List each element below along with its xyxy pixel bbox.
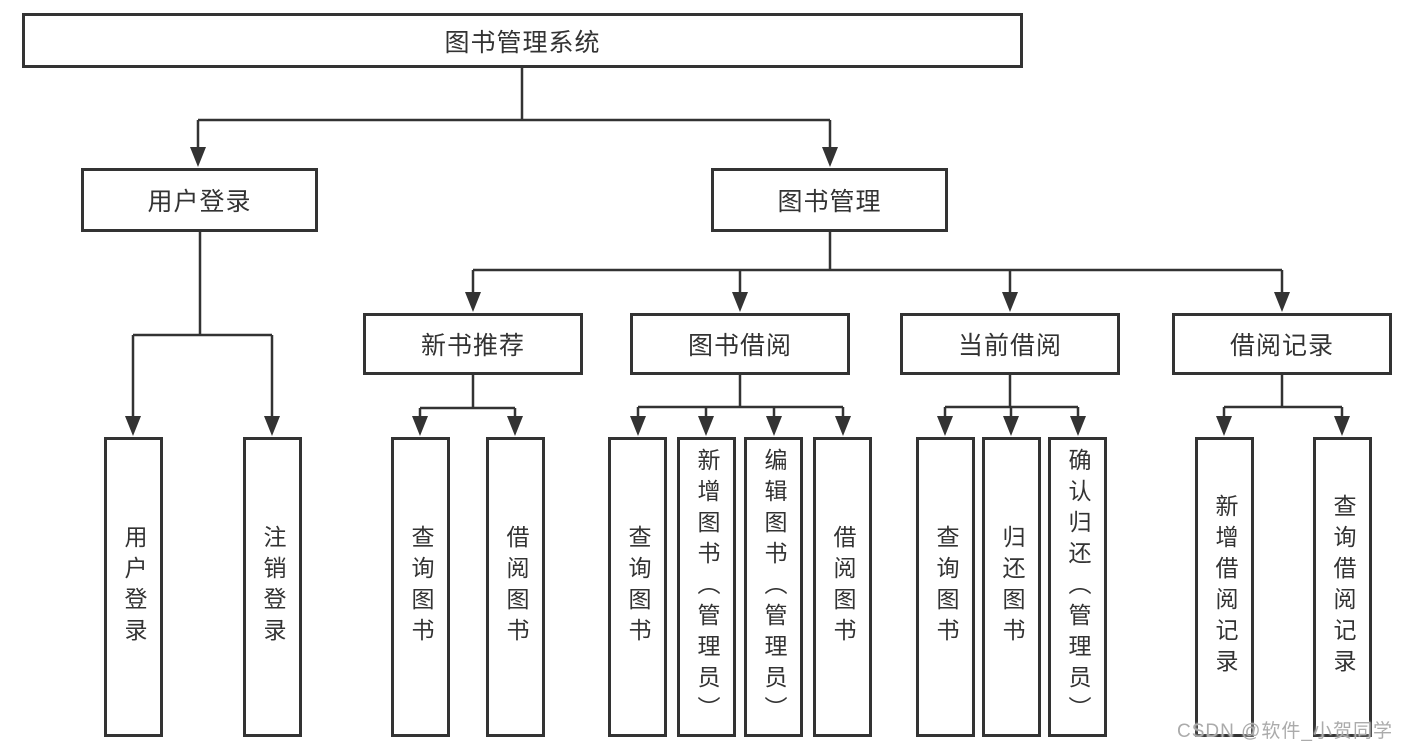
arrow-icon <box>412 416 428 436</box>
node-label: 注销登录 <box>260 525 286 649</box>
node-label: 归还图书 <box>999 525 1025 649</box>
arrow-icon <box>1334 416 1350 436</box>
leaf-borrow-books: 借阅图书 <box>486 437 545 737</box>
leaf-query-books: 查询图书 <box>916 437 975 737</box>
node-book-borrowing: 图书借阅 <box>630 313 850 375</box>
arrow-icon <box>1002 292 1018 312</box>
node-label: 查询图书 <box>933 525 959 649</box>
leaf-edit-books-admin: 编辑图书（管理员） <box>744 437 803 737</box>
arrow-icon <box>835 416 851 436</box>
arrow-icon <box>1003 416 1019 436</box>
node-book-management: 图书管理 <box>711 168 948 232</box>
arrow-icon <box>937 416 953 436</box>
node-label: 借阅图书 <box>503 525 529 649</box>
leaf-user-login: 用户登录 <box>104 437 163 737</box>
leaf-confirm-return-admin: 确认归还（管理员） <box>1048 437 1107 737</box>
csdn-watermark: CSDN @软件_小贺同学 <box>1177 721 1393 742</box>
arrow-icon <box>264 416 280 436</box>
tree-edges <box>131 68 1344 421</box>
arrow-icon <box>822 147 838 167</box>
node-label: 图书借阅 <box>687 332 792 360</box>
node-label: 新增借阅记录 <box>1212 494 1238 680</box>
node-label: 查询借阅记录 <box>1330 494 1356 680</box>
leaf-return-books: 归还图书 <box>982 437 1041 737</box>
node-label: 图书管理 <box>777 188 882 216</box>
node-new-book-recommendation: 新书推荐 <box>363 313 583 375</box>
node-label: 编辑图书（管理员） <box>761 447 787 727</box>
node-label: 当前借阅 <box>957 332 1062 360</box>
arrow-icon <box>1216 416 1232 436</box>
arrow-icon <box>732 292 748 312</box>
leaf-query-books: 查询图书 <box>608 437 667 737</box>
node-label: 借阅图书 <box>830 525 856 649</box>
node-label: 用户登录 <box>147 188 252 216</box>
node-label: 新增图书（管理员） <box>694 447 720 727</box>
arrowheads <box>125 147 1350 436</box>
arrow-icon <box>1274 292 1290 312</box>
node-borrowing-records: 借阅记录 <box>1172 313 1392 375</box>
node-label: 查询图书 <box>625 525 651 649</box>
node-label: 新书推荐 <box>420 332 525 360</box>
leaf-borrow-books: 借阅图书 <box>813 437 872 737</box>
leaf-add-books-admin: 新增图书（管理员） <box>677 437 736 737</box>
node-label: 用户登录 <box>121 525 147 649</box>
node-label: 查询图书 <box>408 525 434 649</box>
arrow-icon <box>465 292 481 312</box>
leaf-add-borrow-record: 新增借阅记录 <box>1195 437 1254 737</box>
arrow-icon <box>125 416 141 436</box>
node-library-management-system: 图书管理系统 <box>22 13 1023 68</box>
leaf-query-borrow-record: 查询借阅记录 <box>1313 437 1372 737</box>
leaf-query-books: 查询图书 <box>391 437 450 737</box>
arrow-icon <box>630 416 646 436</box>
node-label: 借阅记录 <box>1229 332 1334 360</box>
arrow-icon <box>507 416 523 436</box>
arrow-icon <box>698 416 714 436</box>
node-user-login: 用户登录 <box>81 168 318 232</box>
node-label: 图书管理系统 <box>444 28 601 57</box>
leaf-logout: 注销登录 <box>243 437 302 737</box>
node-label: 确认归还（管理员） <box>1065 447 1091 727</box>
arrow-icon <box>1070 416 1086 436</box>
node-current-borrowing: 当前借阅 <box>900 313 1120 375</box>
arrow-icon <box>766 416 782 436</box>
arrow-icon <box>190 147 206 167</box>
